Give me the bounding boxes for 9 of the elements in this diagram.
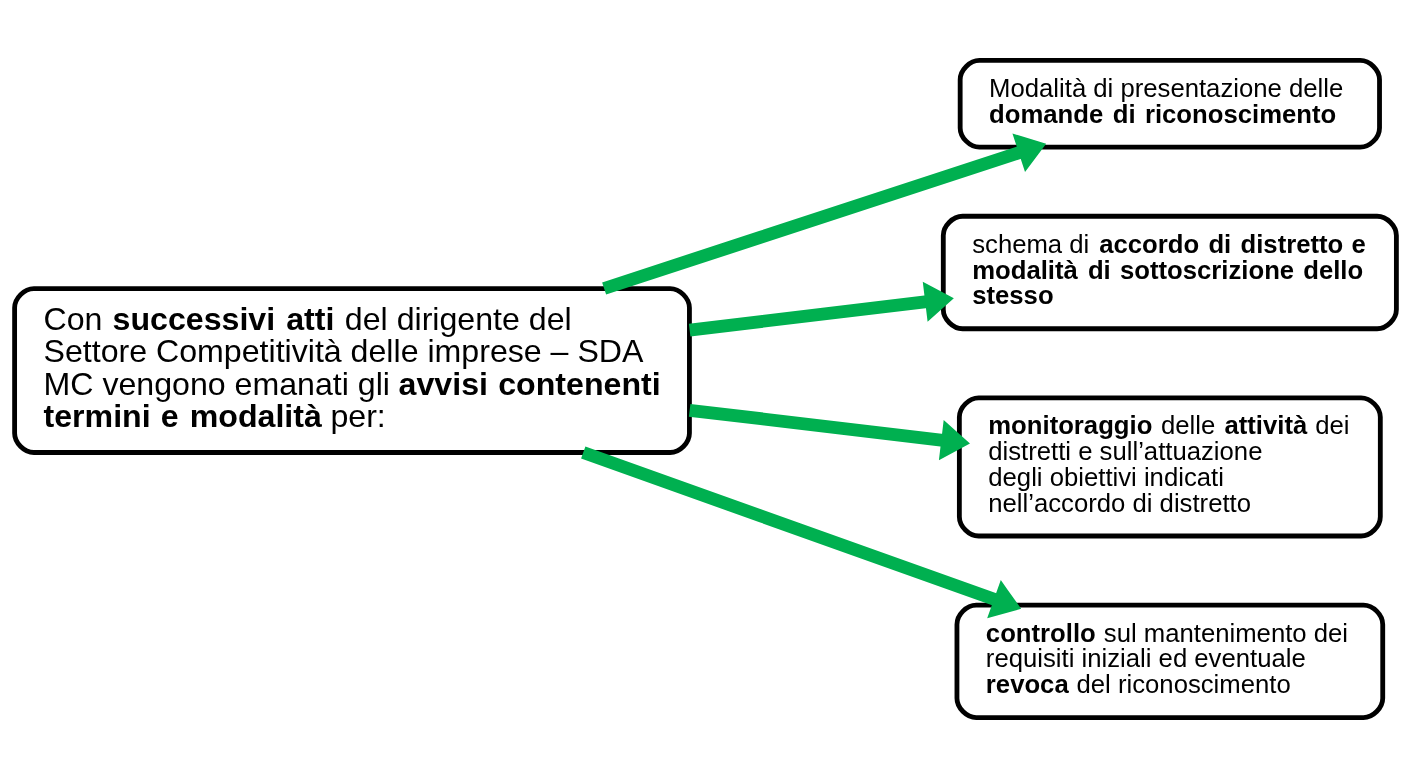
node-box: Con successivi atti del dirigente del Settore Competitività delle imprese – SDA MC vengono emanati gli avvisi contenenti termini e modalità per: [12, 286, 692, 455]
node-box: Modalità di presentazione delle domande di riconoscimento [957, 58, 1382, 150]
arrow [688, 403, 970, 461]
arrow [581, 446, 1022, 619]
node-box: monitoraggio delle attività dei distretti e sull’attuazione degli obiettivi indicati nell’accordo di distretto [956, 395, 1383, 539]
arrow [688, 281, 954, 337]
arrow [602, 133, 1047, 295]
node-box: schema di accordo di distretto e modalità di sottoscrizione dello stesso [940, 213, 1399, 332]
node-box: controllo sul mantenimento dei requisiti iniziali ed eventuale revoca del riconoscimento [954, 602, 1386, 720]
